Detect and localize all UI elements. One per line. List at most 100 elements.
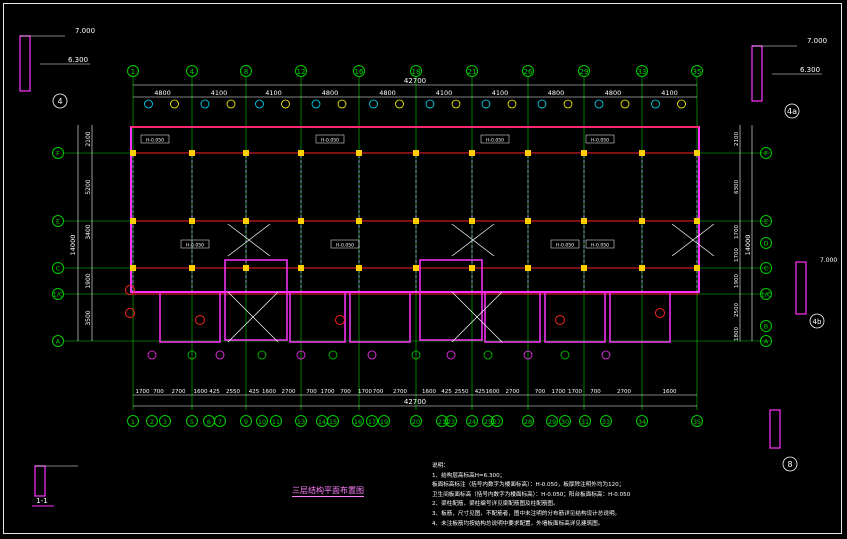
- dim-total-top: 42700: [404, 77, 426, 85]
- axis-label-left: E: [56, 218, 60, 226]
- axis-bubble-bottom: [546, 415, 558, 427]
- section-bubble: [425, 99, 435, 109]
- axis-label-bottom: 35: [693, 418, 701, 426]
- detail-bubble: [784, 103, 800, 119]
- section-bubble-lower: [215, 350, 225, 360]
- note-line: 2、梁柱配筋，梁柱编号详见梁配筋图及柱配筋图。: [432, 501, 559, 508]
- axis-bubble-bottom: [295, 415, 307, 427]
- column: [413, 265, 419, 271]
- dim-left: 3400: [85, 224, 92, 239]
- section-bubble: [481, 99, 491, 109]
- dim-bottom: 700: [340, 389, 351, 395]
- axis-bubble-bottom: [159, 415, 171, 427]
- axis-label-bottom: 7: [218, 418, 222, 426]
- dim-top: 4800: [605, 89, 622, 97]
- column: [356, 218, 362, 224]
- note-line: 1、结构层高标高H=6.300；: [432, 472, 506, 479]
- axis-label-top: 4: [190, 68, 195, 76]
- axis-label-bottom: 27: [493, 418, 501, 426]
- sheet-frame: [3, 3, 842, 534]
- section-bubble: [594, 99, 604, 109]
- dim-bottom: 1700: [552, 389, 566, 395]
- column: [525, 218, 531, 224]
- dim-bottom: 1700: [358, 389, 372, 395]
- axis-label-left: 1/C: [53, 291, 64, 299]
- dim-left: 3500: [85, 310, 92, 325]
- axis-bubble-bottom: [270, 415, 282, 427]
- bay-wall: [349, 291, 411, 343]
- section-bubble: [620, 99, 630, 109]
- axis-bubble-right: [760, 335, 772, 347]
- bay-wall: [484, 291, 541, 343]
- section-mark: [555, 315, 565, 325]
- dim-left: 1900: [85, 273, 92, 288]
- section-bubble: [451, 99, 461, 109]
- column: [639, 218, 645, 224]
- dim-right: 1700: [734, 248, 740, 262]
- room-label-box: [480, 134, 510, 144]
- section-bubble-lower: [187, 350, 197, 360]
- axis-label-top: 16: [355, 68, 364, 76]
- detail-bubble: [809, 313, 825, 329]
- axis-label-bottom: 6: [207, 418, 211, 426]
- room-label: H-0.050: [321, 138, 339, 144]
- dim-left: 5200: [85, 179, 92, 194]
- axis-label-top: 29: [580, 68, 589, 76]
- column: [130, 150, 136, 156]
- detail-elev1: 7.000: [807, 37, 827, 45]
- bay-wall: [159, 291, 221, 343]
- axis-label-right: 1/C: [761, 291, 772, 299]
- dim-top: 4100: [436, 89, 453, 97]
- axis-bubble-bottom: [240, 415, 252, 427]
- dim-bottom: 2700: [506, 389, 520, 395]
- column: [581, 150, 587, 156]
- stair-mark: [227, 223, 271, 257]
- axis-label-bottom: 33: [602, 418, 610, 426]
- dim-right: 2100: [734, 132, 740, 146]
- axis-label-bottom: 3: [163, 418, 167, 426]
- room-label-box: [180, 239, 210, 249]
- detail-wall: [751, 45, 763, 102]
- column: [525, 150, 531, 156]
- axis-label-bottom: 11: [272, 418, 280, 426]
- section-bubble: [507, 99, 517, 109]
- dim-top: 4800: [322, 89, 339, 97]
- dim-top: 4800: [548, 89, 565, 97]
- axis-label-bottom: 31: [581, 418, 589, 426]
- axis-bubble-top: [410, 65, 422, 77]
- section-bubble: [226, 99, 236, 109]
- note-line: 说明：: [432, 463, 449, 469]
- dim-bottom: 2700: [172, 389, 186, 395]
- axis-bubble-top: [353, 65, 365, 77]
- axis-bubble-right: [760, 288, 772, 300]
- axis-label-bottom: 5: [190, 418, 194, 426]
- section-mark: [335, 315, 345, 325]
- dim-bottom: 1700: [136, 389, 150, 395]
- column: [694, 150, 700, 156]
- axis-label-bottom: 10: [258, 418, 266, 426]
- dim-right: 1700: [734, 225, 740, 239]
- axis-label-bottom: 2: [150, 418, 154, 426]
- stair-mark: [451, 223, 495, 257]
- column: [130, 218, 136, 224]
- axis-label-bottom: 17: [368, 418, 376, 426]
- axis-bubble-bottom: [636, 415, 648, 427]
- axis-label-bottom: 9: [244, 418, 248, 426]
- axis-bubble-left: [52, 288, 64, 300]
- section-bubble-lower: [147, 350, 157, 360]
- detail-label: 4: [57, 97, 62, 106]
- axis-label-bottom: 20: [412, 418, 420, 426]
- section-mark: [195, 315, 205, 325]
- column: [694, 265, 700, 271]
- dim-bottom: 700: [590, 389, 601, 395]
- axis-bubble-bottom: [256, 415, 268, 427]
- axis-bubble-top: [522, 65, 534, 77]
- column: [298, 218, 304, 224]
- column: [639, 150, 645, 156]
- detail-elev1: 7.000: [75, 27, 95, 35]
- column: [189, 218, 195, 224]
- axis-bubble-top: [240, 65, 252, 77]
- section-bubble: [281, 99, 290, 109]
- axis-bubble-bottom: [327, 415, 339, 427]
